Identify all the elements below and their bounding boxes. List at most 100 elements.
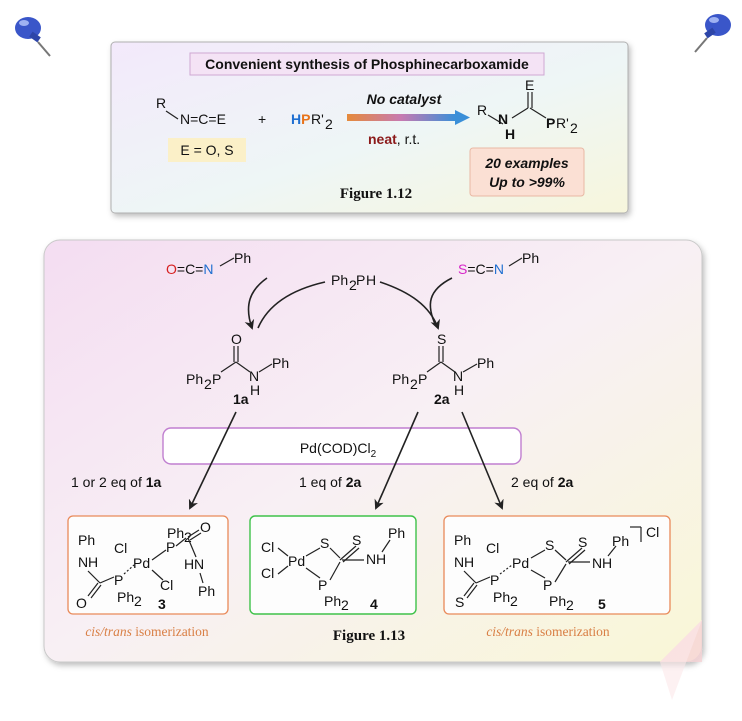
isocyanate-reactant: R N=C=E [156, 95, 226, 127]
svg-text:Ph: Ph [392, 371, 409, 387]
svg-text:Ph: Ph [549, 593, 566, 609]
svg-text:R': R' [311, 111, 324, 127]
figure-1-12-caption: Figure 1.12 [340, 186, 412, 202]
condition-top: No catalyst [367, 91, 443, 107]
svg-text:P: P [166, 539, 175, 555]
svg-text:2: 2 [510, 593, 518, 609]
branch-mid-label: 1 eq of 2a [299, 474, 361, 490]
svg-text:Ph: Ph [324, 593, 341, 609]
svg-text:H: H [602, 555, 612, 571]
svg-text:Ph: Ph [388, 525, 405, 541]
product-5-box [443, 515, 671, 615]
svg-text:H: H [184, 556, 194, 572]
svg-text:Pd: Pd [288, 553, 305, 569]
branch-left-label: 1 or 2 eq of 1a [71, 474, 162, 490]
svg-text:2: 2 [566, 597, 574, 613]
product-4-box [249, 515, 417, 615]
svg-text:Ph: Ph [167, 525, 184, 541]
curved-arrow-isocyanate [244, 277, 268, 330]
label-4: 4 [370, 596, 378, 612]
svg-text:H: H [505, 126, 515, 142]
svg-text:N: N [249, 368, 259, 384]
svg-text:2: 2 [325, 116, 333, 132]
curved-arrow-isothiocyanate [429, 277, 453, 327]
svg-text:N: N [592, 555, 602, 571]
svg-text:N: N [454, 554, 464, 570]
complex-5-structure: Ph N H S P Ph 2 Cl Pd S P S N H Ph Ph 2 … [454, 524, 659, 613]
arrow-to-4 [374, 411, 419, 510]
pushpin-left-icon [15, 17, 51, 57]
svg-text:P: P [212, 371, 221, 387]
product-3-box [67, 515, 229, 615]
plus-sign: + [258, 111, 266, 127]
svg-text:Ph: Ph [612, 533, 629, 549]
svg-text:Ph: Ph [272, 355, 289, 371]
svg-text:Ph: Ph [198, 583, 215, 599]
label-2a: 2a [434, 391, 450, 407]
svg-text:R: R [477, 102, 487, 118]
svg-text:H: H [376, 551, 386, 567]
svg-text:S: S [437, 331, 446, 347]
svg-text:S: S [320, 535, 329, 551]
svg-text:N: N [366, 551, 376, 567]
arrow-to-5 [461, 411, 504, 510]
complex-4-structure: Cl Cl Pd S P S N H Ph Ph 2 [261, 525, 405, 613]
curved-arrow-phosphine-left [257, 281, 326, 329]
svg-text:Cl: Cl [160, 577, 173, 593]
svg-text:S=C=N: S=C=N [458, 261, 504, 277]
figure-1-12-title: Convenient synthesis of Phosphinecarboxa… [205, 56, 529, 72]
svg-text:P: P [356, 272, 365, 288]
svg-text:HP: HP [291, 111, 310, 127]
svg-text:P: P [543, 577, 552, 593]
svg-text:2: 2 [570, 120, 578, 136]
svg-text:Ph: Ph [186, 371, 203, 387]
svg-text:N=C=E: N=C=E [180, 111, 226, 127]
svg-text:S: S [578, 534, 587, 550]
reaction-arrow [347, 110, 470, 125]
svg-text:P: P [318, 577, 327, 593]
svg-text:H: H [366, 272, 376, 288]
svg-text:2: 2 [341, 597, 349, 613]
label-3: 3 [158, 596, 166, 612]
arrow-to-3 [188, 411, 237, 510]
svg-text:H: H [250, 382, 260, 398]
branch-right-label: 2 eq of 2a [511, 474, 573, 490]
svg-text:2: 2 [134, 593, 142, 609]
svg-text:2: 2 [349, 277, 357, 293]
svg-text:2: 2 [410, 376, 418, 392]
compound-1a: Ph 2 P O N H Ph [186, 331, 289, 398]
compound-2a: Ph 2 P S N H Ph [392, 331, 494, 398]
label-5: 5 [598, 596, 606, 612]
svg-text:Ph: Ph [477, 355, 494, 371]
e-options-box [168, 138, 246, 162]
examples-line2: Up to >99% [489, 174, 565, 190]
svg-text:E: E [525, 77, 534, 93]
svg-text:N: N [78, 554, 88, 570]
svg-text:Cl: Cl [646, 524, 659, 540]
examples-badge [469, 147, 585, 197]
figure-1-13-caption: Figure 1.13 [333, 628, 405, 644]
label-1a: 1a [233, 391, 249, 407]
isomerization-note-left: cis/trans isomerization [85, 624, 209, 639]
svg-text:S: S [545, 537, 554, 553]
svg-text:Pd: Pd [512, 555, 529, 571]
svg-text:P: P [546, 115, 555, 131]
svg-text:2: 2 [204, 376, 212, 392]
svg-text:H: H [88, 554, 98, 570]
pushpin-right-icon [694, 14, 731, 53]
phosphine-reactant: HP R' 2 [291, 111, 333, 132]
svg-text:Ph: Ph [234, 250, 251, 266]
svg-text:R': R' [556, 115, 569, 131]
svg-text:Cl: Cl [261, 565, 274, 581]
svg-text:P: P [114, 572, 123, 588]
svg-text:Cl: Cl [261, 539, 274, 555]
condition-bottom: neat, r.t. [368, 131, 420, 147]
phenyl-isothiocyanate: S=C=N Ph [458, 250, 539, 277]
svg-text:H: H [464, 554, 474, 570]
svg-text:S: S [352, 532, 361, 548]
phenyl-isocyanate: O=C=N Ph [166, 250, 251, 277]
svg-text:O: O [231, 331, 242, 347]
svg-text:O=C=N: O=C=N [166, 261, 213, 277]
curved-arrow-phosphine-right [379, 281, 440, 330]
